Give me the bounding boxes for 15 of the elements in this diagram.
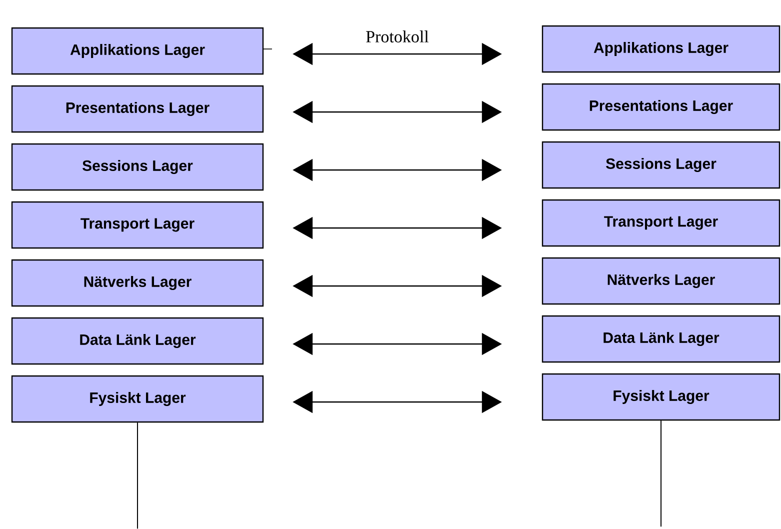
- layer-box: Transport Lager: [11, 201, 264, 249]
- layer-box: Sessions Lager: [542, 141, 780, 189]
- layer-box: Data Länk Lager: [11, 317, 264, 365]
- layer-box: Presentations Lager: [11, 85, 264, 133]
- layer-box: Nätverks Lager: [542, 257, 780, 305]
- layer-box: Fysiskt Lager: [542, 373, 780, 421]
- layer-box: Transport Lager: [542, 199, 780, 247]
- layer-box: Applikations Lager: [542, 25, 780, 73]
- layer-box: Sessions Lager: [11, 143, 264, 191]
- edge-label: Protokoll: [366, 30, 429, 42]
- layer-box: Nätverks Lager: [11, 259, 264, 307]
- layer-box: Applikations Lager: [11, 27, 264, 75]
- layer-box: Data Länk Lager: [542, 315, 780, 363]
- layer-box: Fysiskt Lager: [11, 375, 264, 423]
- layer-box: Presentations Lager: [542, 83, 780, 131]
